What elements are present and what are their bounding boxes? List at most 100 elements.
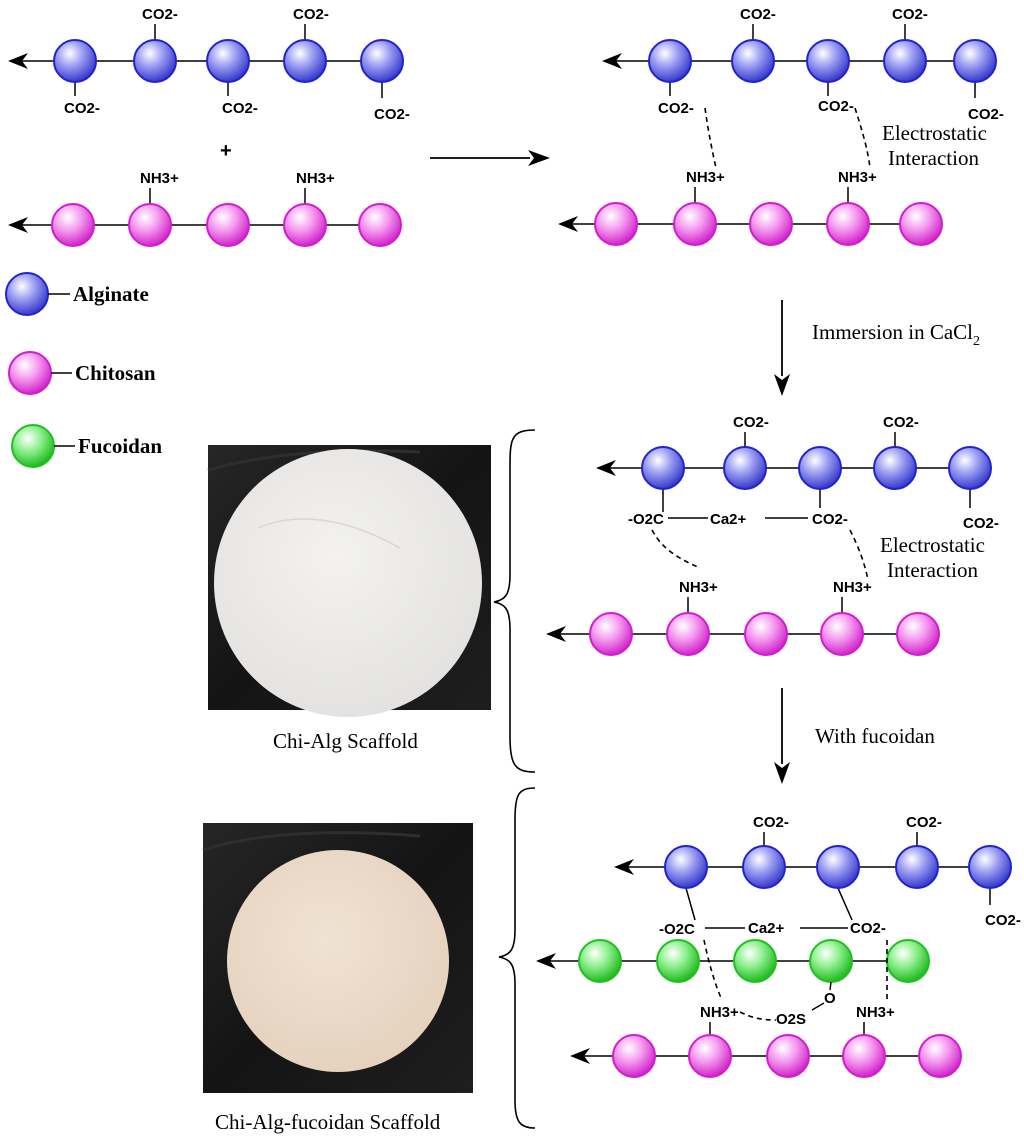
step-arrow-immersion: Immersion in CaCl2 (774, 300, 980, 396)
ammonium-label: NH3+ (700, 1004, 739, 1021)
alginate-unit (816, 845, 860, 889)
carboxylate-label: CO2- (892, 6, 928, 23)
interaction-label: Interaction (887, 558, 978, 582)
carboxylate-left-label: -O2C (659, 921, 695, 938)
legend-label-alginate: Alginate (73, 282, 149, 306)
photo-chi-alg-scaffold: Chi-Alg Scaffold (207, 445, 491, 753)
carboxylate-label: CO2- (293, 6, 329, 23)
chitosan-unit (918, 1034, 962, 1078)
alginate-unit (953, 39, 997, 83)
bracket-chi-alg (493, 429, 536, 773)
carboxylate-label: CO2- (753, 814, 789, 831)
alginate-unit (133, 39, 177, 83)
chitosan-unit (283, 203, 327, 247)
carboxylate-label: CO2- (818, 98, 854, 115)
ammonium-label: NH3+ (686, 169, 725, 186)
carboxylate-left-label: -O2C (628, 511, 664, 528)
panel-with-fucoidan: CO2- CO2- CO2- -O2C Ca2+ CO2- O O2S (536, 814, 1021, 1078)
alginate-unit (895, 845, 939, 889)
chain-arrow-icon (8, 53, 28, 69)
fucoidan-unit (886, 939, 930, 983)
alginate-unit (873, 446, 917, 490)
panel-initial-chitosan: NH3+ NH3+ (8, 170, 402, 247)
electrostatic-bond (849, 529, 869, 581)
alginate-unit (883, 39, 927, 83)
step-arrow-fucoidan: With fucoidan (774, 688, 935, 784)
carboxylate-label: CO2- (740, 6, 776, 23)
legend-item-fucoidan: Fucoidan (11, 424, 162, 468)
electrostatic-bond (739, 1011, 777, 1021)
chain-arrow-icon (602, 53, 622, 69)
chitosan-unit (589, 612, 633, 656)
ammonium-label: NH3+ (856, 1004, 895, 1021)
legend-item-alginate: Alginate (5, 272, 149, 316)
panel-calcium-crosslinked: CO2- CO2- CO2- -O2C Ca2+ CO2- Electrosta… (546, 414, 999, 656)
chitosan-unit (899, 202, 943, 246)
electrostatic-bond (651, 529, 701, 569)
carboxylate-label: CO2- (142, 6, 178, 23)
oxygen-label: O (824, 990, 836, 1007)
legend-label-chitosan: Chitosan (75, 361, 156, 385)
ammonium-label: NH3+ (140, 170, 179, 187)
chain-arrow-icon (8, 217, 28, 233)
alginate-unit (798, 446, 842, 490)
carboxylate-label: CO2- (883, 414, 919, 431)
alginate-unit (968, 845, 1012, 889)
alginate-unit (731, 39, 775, 83)
chitosan-unit (51, 203, 95, 247)
alginate-unit (806, 39, 850, 83)
legend-label-fucoidan: Fucoidan (78, 434, 162, 458)
fucoidan-swatch (11, 424, 55, 468)
chi-alg-disc (214, 449, 482, 717)
caption-chi-alg-fucoidan: Chi-Alg-fucoidan Scaffold (215, 1110, 441, 1134)
ammonium-label: NH3+ (833, 579, 872, 596)
carboxylate-label: CO2- (968, 106, 1004, 123)
electrostatic-label: Electrostatic (880, 533, 985, 557)
carboxylate-label: CO2- (64, 100, 100, 117)
arrow-down-icon (774, 374, 790, 396)
chitosan-unit (766, 1034, 810, 1078)
step-label-fucoidan: With fucoidan (815, 724, 935, 748)
legend: Alginate Chitosan Fucoidan (5, 272, 162, 468)
bracket-chi-alg-fucoidan (498, 787, 536, 1129)
interaction-label: Interaction (888, 146, 979, 170)
chitosan-unit (896, 612, 940, 656)
chitosan-unit (744, 612, 788, 656)
chitosan-unit (826, 202, 870, 246)
panel-initial-alginate: CO2- CO2- CO2- CO2- CO2- (8, 6, 410, 123)
calcium-label: Ca2+ (748, 920, 785, 937)
chitosan-swatch (8, 351, 52, 395)
arrow-down-icon (774, 762, 790, 784)
fucoidan-unit (656, 939, 700, 983)
alginate-unit (641, 446, 685, 490)
carboxylate-label: CO2- (963, 515, 999, 532)
chitosan-unit (612, 1034, 656, 1078)
alginate-unit (648, 39, 692, 83)
arrow-right-icon (528, 150, 550, 166)
carboxylate-label: CO2- (812, 511, 848, 528)
step-label-immersion: Immersion in CaCl2 (812, 320, 980, 349)
chitosan-unit (842, 1034, 886, 1078)
chain-arrow-icon (546, 626, 566, 642)
chain-arrow-icon (558, 216, 578, 232)
alginate-unit (206, 39, 250, 83)
alginate-unit (53, 39, 97, 83)
chitosan-unit (749, 202, 793, 246)
chitosan-unit (594, 202, 638, 246)
alginate-swatch (5, 272, 49, 316)
reaction-arrow (430, 150, 550, 166)
chain-arrow-icon (570, 1048, 590, 1064)
electrostatic-bond (854, 107, 871, 169)
chitosan-unit (688, 1034, 732, 1078)
photo-chi-alg-fucoidan-scaffold: Chi-Alg-fucoidan Scaffold (202, 823, 473, 1134)
legend-item-chitosan: Chitosan (8, 351, 156, 395)
ammonium-label: NH3+ (679, 579, 718, 596)
carboxylate-label: CO2- (985, 912, 1021, 929)
alginate-unit (948, 446, 992, 490)
chitosan-unit (128, 203, 172, 247)
carboxylate-label: CO2- (222, 100, 258, 117)
alginate-unit (664, 845, 708, 889)
chain-arrow-icon (596, 460, 616, 476)
electrostatic-bond (704, 107, 717, 169)
